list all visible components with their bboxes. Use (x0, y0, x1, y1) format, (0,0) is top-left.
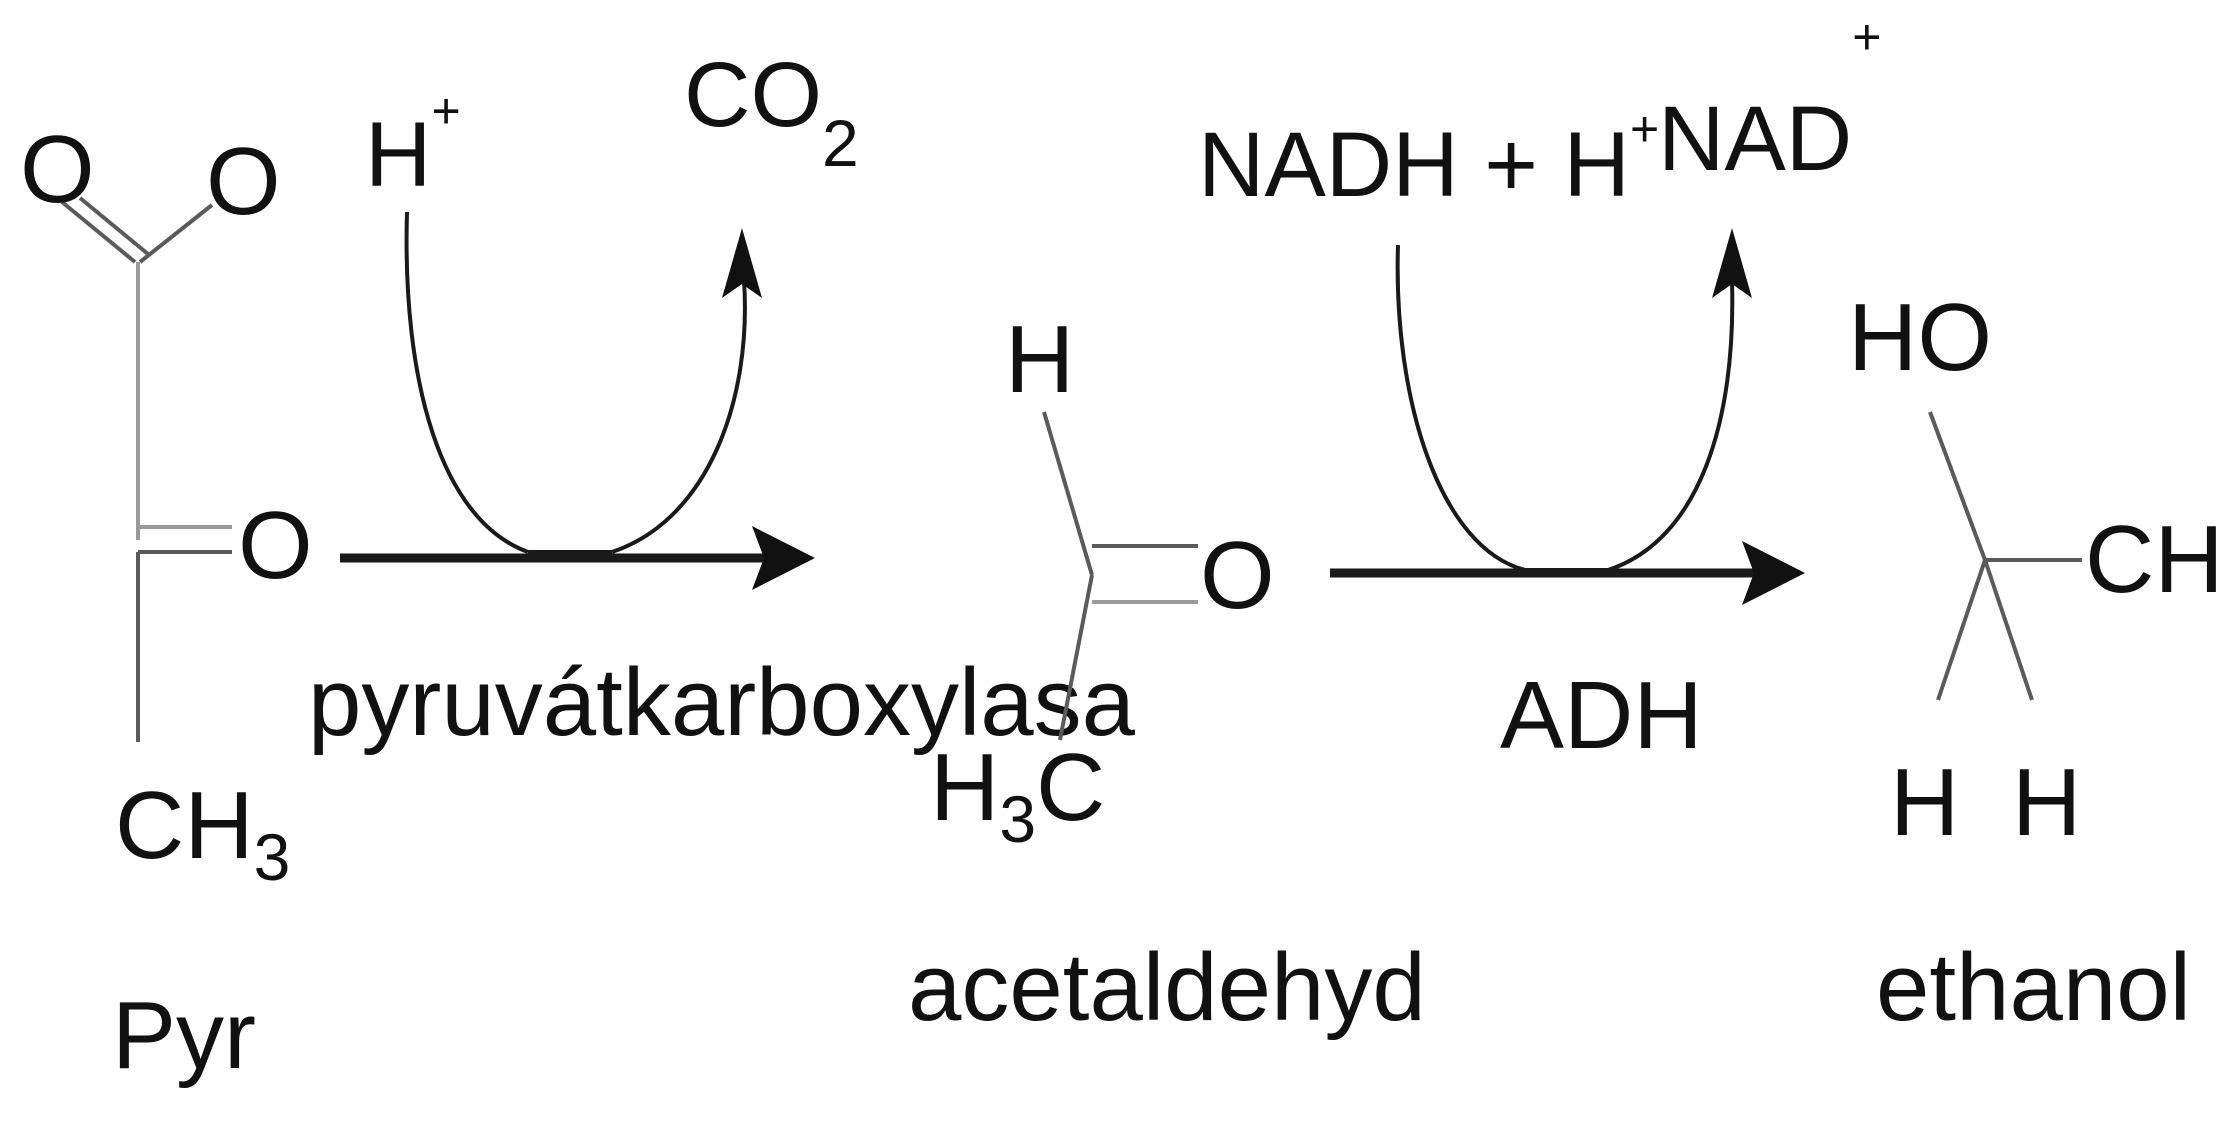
acetaldehyde-label: acetaldehyd (908, 934, 1426, 1041)
pyruvate-oxygen-left: O (20, 116, 95, 223)
ethanol-h2-bond (1983, 559, 2034, 701)
step2-reactant-sup: + (1630, 101, 1659, 157)
pyruvate-methyl: CH3 (115, 772, 290, 894)
pyruvate-methyl-sub: 3 (254, 820, 291, 894)
ethanol-methyl-main: CH (2085, 506, 2216, 613)
step1-product-main: CO (684, 44, 822, 146)
step2-product: NAD+ (1658, 9, 1881, 190)
acetaldehyde-methyl: H3C (930, 734, 1105, 856)
step2-curve-out (1607, 281, 1735, 572)
pyruvate-methyl-main: CH (115, 772, 254, 879)
acetaldehyde-structure: H O H3C acetaldehyd (908, 306, 1426, 1041)
acetaldehyde-methyl-bond (1058, 574, 1094, 741)
step2-arrow-head (1742, 541, 1805, 605)
acetaldehyde-h-bond (1042, 411, 1094, 576)
step2-product-sup: + (1852, 9, 1881, 65)
acetaldehyde-oxygen: O (1200, 522, 1275, 629)
ethanol-hydrogen-2: H (2012, 749, 2081, 856)
step1-curve-head (722, 228, 762, 298)
acetaldehyde-methyl-h: H (930, 734, 999, 841)
ethanol-label: ethanol (1876, 934, 2191, 1041)
step2-reactant: NADH + H+ (1198, 101, 1659, 216)
step1-curve-in (404, 211, 529, 554)
carboxyl-double-bond-b (78, 196, 150, 256)
acetaldehyde-hydrogen: H (1005, 306, 1074, 413)
step1-enzyme: pyruvátkarboxylasa (308, 649, 1136, 756)
carboxyl-double-bond-a (60, 200, 137, 264)
acetaldehyde-methyl-c: C (1036, 734, 1105, 841)
step1-product: CO2 (684, 44, 859, 180)
pyruvate-oxygen-ketone: O (238, 492, 313, 599)
ethanol-hydrogen-1: H (1890, 749, 1959, 856)
step1-curve-out (611, 279, 747, 554)
ethanol-h1-bond (1936, 559, 1987, 701)
step1-reactant: H+ (365, 83, 461, 206)
step1-reactant-sup: + (431, 83, 460, 139)
pyruvate-structure: O O O CH3 Pyr (20, 116, 313, 1089)
pyruvate-oxygen-right: O (206, 128, 281, 235)
ethanol-oh-bond (1928, 411, 1987, 561)
carboxyl-single-bond (138, 203, 214, 264)
step2-enzyme: ADH (1500, 662, 1703, 769)
step1-product-sub: 2 (822, 106, 859, 180)
step1-arrow-head (752, 526, 815, 590)
step2-reaction: NADH + H+ NAD+ ADH (1198, 9, 1881, 769)
ethanol-structure: HO CH3 H H ethanol (1848, 284, 2216, 1041)
pyruvate-label: Pyr (112, 982, 256, 1089)
step1-reactant-main: H (365, 104, 431, 206)
ethanol-methyl: CH3 (2085, 506, 2216, 628)
step2-product-main: NAD (1658, 88, 1852, 190)
step2-reactant-main: NADH + H (1198, 114, 1630, 216)
acetaldehyde-methyl-sub: 3 (999, 782, 1036, 856)
step2-curve-head (1712, 228, 1752, 298)
step1-reaction: H+ CO2 pyruvátkarboxylasa (308, 44, 1136, 756)
ethanol-hydroxyl: HO (1848, 284, 1992, 391)
step2-curve-in (1395, 244, 1526, 572)
